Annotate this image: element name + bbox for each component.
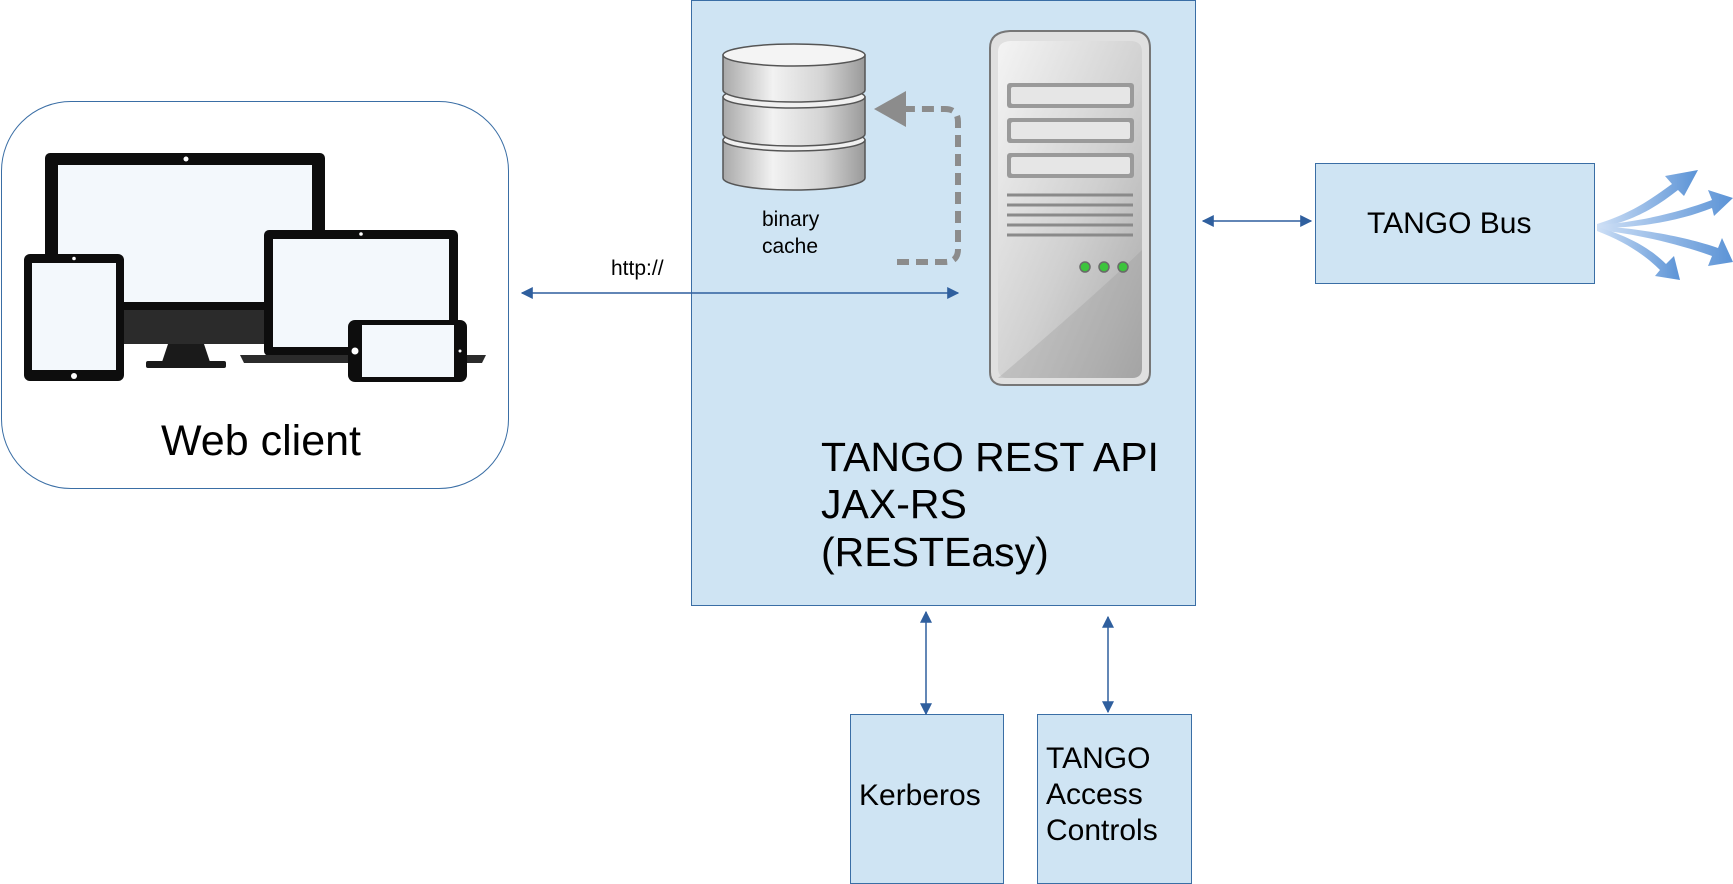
database-cylinder-icon <box>722 43 866 191</box>
kerberos-box <box>850 714 1004 884</box>
cache-label-line2: cache <box>762 235 819 258</box>
protocol-label: http:// <box>611 257 664 280</box>
rest-api-framework: JAX-RS <box>821 481 967 527</box>
access-controls-box <box>1037 714 1192 884</box>
phone-icon <box>348 320 467 382</box>
tablet-icon <box>24 254 124 381</box>
cache-label-line1: binary <box>762 208 820 231</box>
web-client-label: Web client <box>161 417 361 465</box>
fan-out-arrows-icon <box>1597 170 1733 280</box>
tower-server-icon <box>989 30 1151 386</box>
cache-refresh-arrow <box>874 91 961 265</box>
responsive-devices-icon <box>24 153 486 382</box>
tango-bus-box <box>1315 163 1595 284</box>
rest-api-title: TANGO REST API <box>821 434 1159 480</box>
rest-api-implementation: (RESTEasy) <box>821 529 1049 575</box>
kerberos-label: Kerberos <box>859 779 981 812</box>
tango-bus-label: TANGO Bus <box>1367 207 1532 240</box>
access-controls-line1: TANGO <box>1046 742 1151 775</box>
access-controls-line2: Access <box>1046 778 1143 811</box>
access-controls-line3: Controls <box>1046 814 1158 847</box>
